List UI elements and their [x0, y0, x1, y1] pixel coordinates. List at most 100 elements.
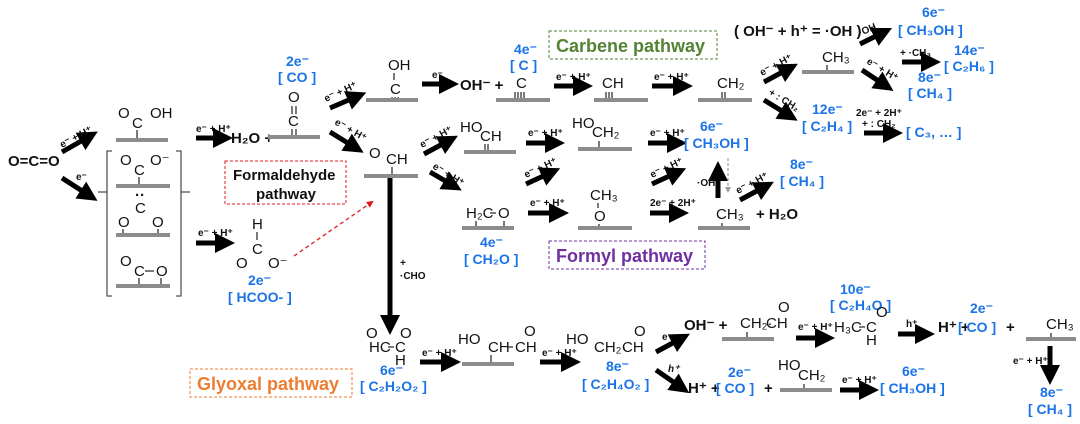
c2h6-product: [ C₂H₆ ] — [944, 58, 994, 74]
ch3-adsorbate-top: CH₃ — [802, 49, 854, 74]
label-oh-radical: ·OH — [697, 178, 715, 189]
label-e-h: e⁻ + H⁺ — [798, 322, 833, 333]
c-product: [ C ] — [510, 57, 537, 73]
arrow-oh-to-ch3oh — [858, 27, 893, 47]
ch2-adsorbate: CH₂ — [698, 75, 752, 102]
ch3-adsorbate-bottom: CH₃ — [1026, 316, 1076, 341]
arrow-ch3-to-ch4-mid — [738, 181, 774, 203]
svg-text:CH: CH — [488, 339, 510, 356]
c2h4-product: [ C₂H₄ ] — [802, 118, 852, 134]
svg-text:O: O — [498, 205, 510, 222]
label-e: e⁻ — [432, 70, 443, 81]
svg-text:CH: CH — [386, 151, 408, 168]
co-bottom-mid-electrons: 2e⁻ — [728, 364, 751, 380]
svg-text:O: O — [400, 325, 412, 342]
glyoxal-product: [ C₂H₂O₂ ] — [360, 378, 427, 394]
svg-text:O: O — [118, 105, 130, 122]
label-e-h: e⁻ + H⁺ — [1013, 356, 1048, 367]
label-e: e⁻ — [76, 172, 87, 183]
svg-text:O: O — [118, 214, 130, 231]
svg-text:C: C — [252, 241, 263, 258]
label-e-h: e⁻ + H⁺ — [650, 128, 685, 139]
glyoxal-pathway-box — [189, 368, 353, 398]
svg-text:CH₂·: CH₂· — [740, 315, 772, 332]
co-electrons: 2e⁻ — [286, 53, 309, 69]
coh-adsorbate: OH C — [366, 57, 418, 102]
svg-text:H: H — [395, 352, 406, 369]
svg-text:CH₂: CH₂ — [592, 124, 620, 141]
svg-text:O: O — [634, 323, 646, 340]
h-plus-plus: H⁺ + — [938, 319, 970, 336]
svg-text:O: O — [594, 208, 606, 225]
svg-text:H: H — [866, 332, 877, 349]
c2h4-electrons: 12e⁻ — [812, 101, 843, 117]
label-plus-ch3: + ·CH₃ — [900, 48, 931, 59]
glyoxal-electrons: 6e⁻ — [380, 362, 403, 378]
label-e-h: e⁻ + H⁺ — [864, 56, 899, 84]
svg-text:CH: CH — [515, 339, 537, 356]
och3-adsorbate: CH₃ O — [578, 187, 632, 230]
h-plus-plus-bottom: H⁺ + — [688, 380, 720, 397]
glyoxal-molecule: O O HC C H — [366, 325, 412, 369]
svg-text:CH: CH — [766, 315, 788, 332]
svg-text:O: O — [778, 299, 790, 316]
svg-text:O: O — [236, 255, 248, 272]
svg-text:CH₃: CH₃ — [590, 187, 618, 204]
svg-text:O: O — [366, 325, 378, 342]
arrow-ch3-to-ch4 — [860, 67, 894, 91]
carbene-pathway-box — [548, 30, 718, 60]
c2h6-electrons: 14e⁻ — [954, 42, 985, 58]
ch4-mid-electrons: 8e⁻ — [790, 156, 813, 172]
ch2oh-adsorbate-bottom: HO CH₂ — [778, 357, 832, 392]
carbene-pathway-label: Carbene pathway — [556, 36, 705, 56]
ch4-bottom-electrons: 8e⁻ — [1040, 384, 1063, 400]
label-2e-2h: 2e⁻ + 2H⁺ — [650, 198, 696, 209]
svg-text:H₃C: H₃C — [834, 319, 862, 336]
arrow-ch2-to-c2h4 — [762, 97, 798, 121]
label-e-h: e⁻ + H⁺ — [842, 375, 877, 386]
ch4-top-electrons: 8e⁻ — [918, 69, 941, 85]
co2-minus-adsorbate: O C O⁻ — [116, 152, 170, 188]
co-product: [ CO ] — [278, 69, 316, 85]
label-e: e⁻ — [662, 332, 673, 343]
h2o-plus: H₂O + — [231, 130, 273, 147]
svg-text:O: O — [288, 89, 300, 106]
label-e-h: e⁻ + H⁺ — [333, 117, 369, 144]
svg-text:O: O — [369, 145, 381, 162]
label-h: h⁺ — [668, 364, 681, 375]
plus-sign: + — [1006, 319, 1015, 336]
svg-text:HO: HO — [566, 331, 589, 348]
svg-text:CH₂·: CH₂· — [594, 339, 626, 356]
svg-text:C: C — [134, 162, 145, 179]
acetaldehyde-molecule: H₃C C H O — [834, 304, 888, 349]
cho-adsorbate: O CH — [364, 145, 418, 178]
svg-text:HO: HO — [778, 357, 801, 374]
arrow-cho-to-choh — [422, 135, 458, 157]
svg-text:H₂C: H₂C — [466, 205, 494, 222]
plus-sign: + — [764, 380, 773, 397]
label-e-h: e⁻ + H⁺ — [542, 348, 577, 359]
bracket-right — [176, 150, 182, 297]
c3-product: [ C₃, … ] — [906, 124, 961, 140]
svg-text:HO: HO — [460, 119, 483, 136]
svg-text:O: O — [120, 152, 132, 169]
svg-text:O: O — [152, 214, 164, 231]
label-e-h: e⁻ + H⁺ — [422, 348, 457, 359]
c2h4o-electrons: 10e⁻ — [840, 281, 871, 297]
formaldehyde-pathway-label-2: pathway — [256, 186, 317, 203]
ch3oh-mid-product: [ CH₃OH ] — [684, 135, 749, 151]
label-e-h: e⁻ + H⁺ — [530, 198, 565, 209]
arrow-co-to-cho — [328, 129, 364, 153]
arrow-och3-to-ch3 — [650, 167, 687, 187]
ch4-mid-product: [ CH₄ ] — [780, 173, 824, 189]
hoch-cho-adsorbate: HO CH CH O — [458, 323, 537, 366]
c2h4o2-electrons: 8e⁻ — [606, 358, 629, 374]
svg-text:O: O — [876, 304, 888, 321]
svg-text:O: O — [156, 263, 168, 280]
oh-minus-plus: OH⁻ + — [460, 77, 504, 94]
co-o-adsorbate: O C O — [116, 253, 170, 288]
svg-text:CH₃: CH₃ — [822, 49, 850, 66]
arrow-co2-to-co2minus — [60, 175, 98, 201]
ch2o-product: [ CH₂O ] — [464, 251, 518, 267]
